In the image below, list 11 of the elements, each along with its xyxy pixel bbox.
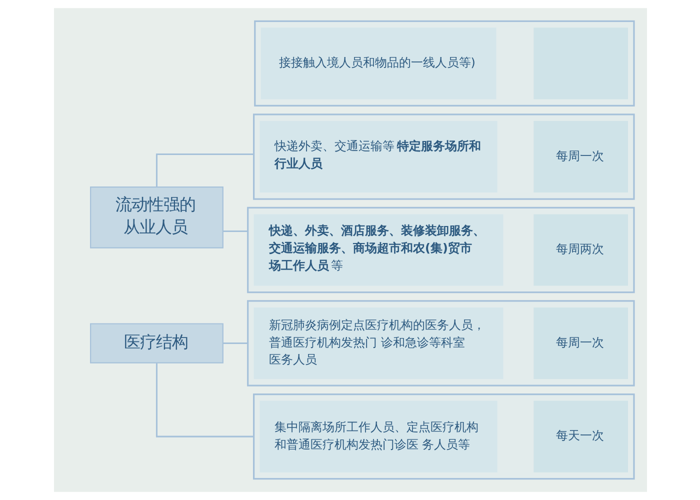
cluster — [246, 206, 634, 294]
cluster — [246, 300, 634, 386]
connector — [155, 154, 254, 187]
connector — [155, 363, 254, 438]
node-box: 医疗结构 — [90, 323, 223, 364]
cluster — [252, 393, 634, 480]
connector — [222, 230, 248, 232]
cluster — [254, 20, 634, 107]
cluster — [252, 114, 634, 200]
node-box: 流动性强的从业人员 — [90, 186, 223, 248]
connector — [222, 342, 248, 344]
